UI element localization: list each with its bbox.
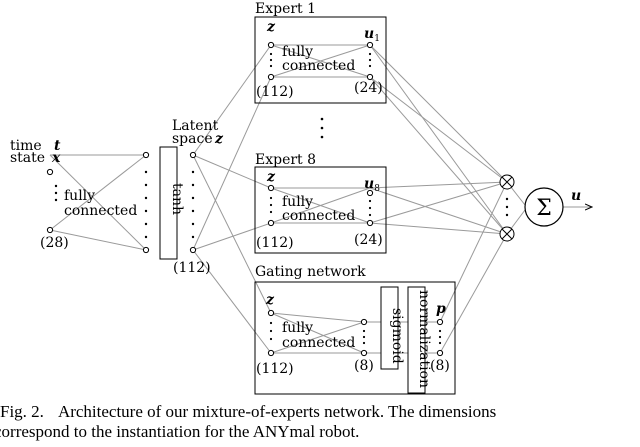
caption-line1: Architecture of our mixture-of-experts n… — [57, 402, 497, 421]
input-node-bottom — [46, 226, 54, 234]
expert-1-out-sub: 1 — [374, 34, 380, 44]
expert-8-out-node-top — [366, 189, 374, 197]
gating-mid-node-top — [360, 318, 368, 326]
sigmoid-label: sigmoid — [389, 308, 405, 364]
expert-8-in-dim: (112) — [256, 235, 294, 251]
expert-1-in-dim: (112) — [256, 84, 294, 100]
input-layer: time t state x fully connected (28) — [10, 138, 137, 251]
hidden-layer: tanh — [142, 146, 185, 260]
input-dim: (28) — [40, 235, 69, 251]
expert-1-out-dim: (24) — [354, 80, 383, 96]
caption-line2: correspond to the instantiation for the … — [0, 422, 360, 441]
gating-out-node-bottom — [436, 349, 444, 357]
gating-in-node-bottom — [267, 349, 275, 357]
expert-8-out-sub: 8 — [374, 184, 380, 194]
gating-in-var: z — [265, 292, 275, 308]
connections — [49, 44, 526, 354]
latent-layer: Latent space z (112) — [172, 118, 224, 276]
expert-1-in-node-top — [267, 41, 275, 49]
experts-ellipsis — [320, 117, 324, 139]
latent-node-top — [189, 151, 197, 159]
latent-node-bottom — [189, 246, 197, 254]
latent-label-line2: space — [172, 131, 213, 147]
latent-var-z: z — [214, 131, 224, 147]
input-label-state: state — [10, 150, 45, 166]
moe-diagram: time t state x fully connected (28) tanh… — [10, 1, 640, 395]
gating-mid-node-bottom — [360, 349, 368, 357]
gating-out-dim: (8) — [430, 358, 450, 374]
expert-1-out-var: u1 — [364, 26, 380, 44]
tanh-block — [159, 146, 178, 260]
figure-caption: Fig. 2. Architecture of our mixture-of-ex… — [0, 402, 640, 442]
input-ellipsis — [54, 184, 58, 202]
expert-1-box — [254, 16, 387, 104]
gating-in-dim: (112) — [256, 361, 294, 377]
gating-title: Gating network — [255, 264, 366, 280]
expert-8-out-dim: (24) — [354, 232, 383, 248]
expert-8-out-var: u8 — [364, 176, 380, 194]
latent-dim: (112) — [173, 260, 211, 276]
expert-8-fc-line1: fully — [282, 194, 313, 210]
caption-label: Fig. 2. — [0, 402, 44, 421]
expert-8-in-node-top — [267, 184, 275, 192]
latent-ellipsis — [191, 170, 195, 239]
gating-box — [254, 281, 456, 395]
input-label-time: time — [10, 138, 42, 154]
expert-8-out-node-bottom — [366, 219, 374, 227]
hidden-node-bottom — [142, 246, 150, 254]
expert-1-out-node-top — [366, 41, 374, 49]
expert-1-in-var: z — [266, 19, 276, 35]
gating-fc-line2: connected — [282, 335, 355, 351]
gating-out-var: p — [436, 301, 446, 317]
hidden-ellipsis — [144, 170, 148, 239]
expert-8-fc-line2: connected — [282, 208, 355, 224]
expert-8-in-node-bottom — [267, 219, 275, 227]
expert-8-box — [254, 166, 387, 254]
expert-1-in-node-bottom — [267, 73, 275, 81]
multiplier-ellipsis — [505, 197, 509, 217]
input-fc-line1: fully — [64, 188, 95, 204]
input-node-top — [46, 168, 54, 176]
hidden-node-top — [142, 151, 150, 159]
expert-1-title: Expert 1 — [255, 1, 316, 17]
expert-8-title: Expert 8 — [255, 152, 316, 168]
output-stage: ⊗ Σ u — [499, 174, 581, 242]
normalization-block — [407, 286, 426, 394]
gating-mid-dim: (8) — [354, 358, 374, 374]
latent-label-line1: Latent — [172, 118, 219, 134]
gating-in-node-top — [267, 309, 275, 317]
gating-out-node-top — [436, 318, 444, 326]
sum-symbol: Σ — [536, 196, 552, 221]
gating-fc-line1: fully — [282, 320, 313, 336]
tanh-label: tanh — [169, 183, 185, 215]
expert-1-fc-line2: connected — [282, 58, 355, 74]
expert-8: Expert 8 z fully connected u8 (112) (24) — [254, 152, 387, 254]
normalization-label: normalization — [416, 290, 432, 388]
input-fc-line2: connected — [64, 203, 137, 219]
expert-8-in-var: z — [266, 169, 276, 185]
sigmoid-block — [380, 286, 399, 370]
expert-1-fc-line1: fully — [282, 44, 313, 60]
output-var-u: u — [571, 188, 581, 204]
input-var-x: x — [51, 150, 61, 166]
input-var-t: t — [54, 138, 61, 154]
gating-network: Gating network z fully connected sigmoid… — [254, 264, 456, 395]
expert-1-out-node-bottom — [366, 73, 374, 81]
expert-1: Expert 1 z fully connected u1 (112) (24) — [254, 1, 387, 104]
sum-node — [524, 187, 564, 227]
